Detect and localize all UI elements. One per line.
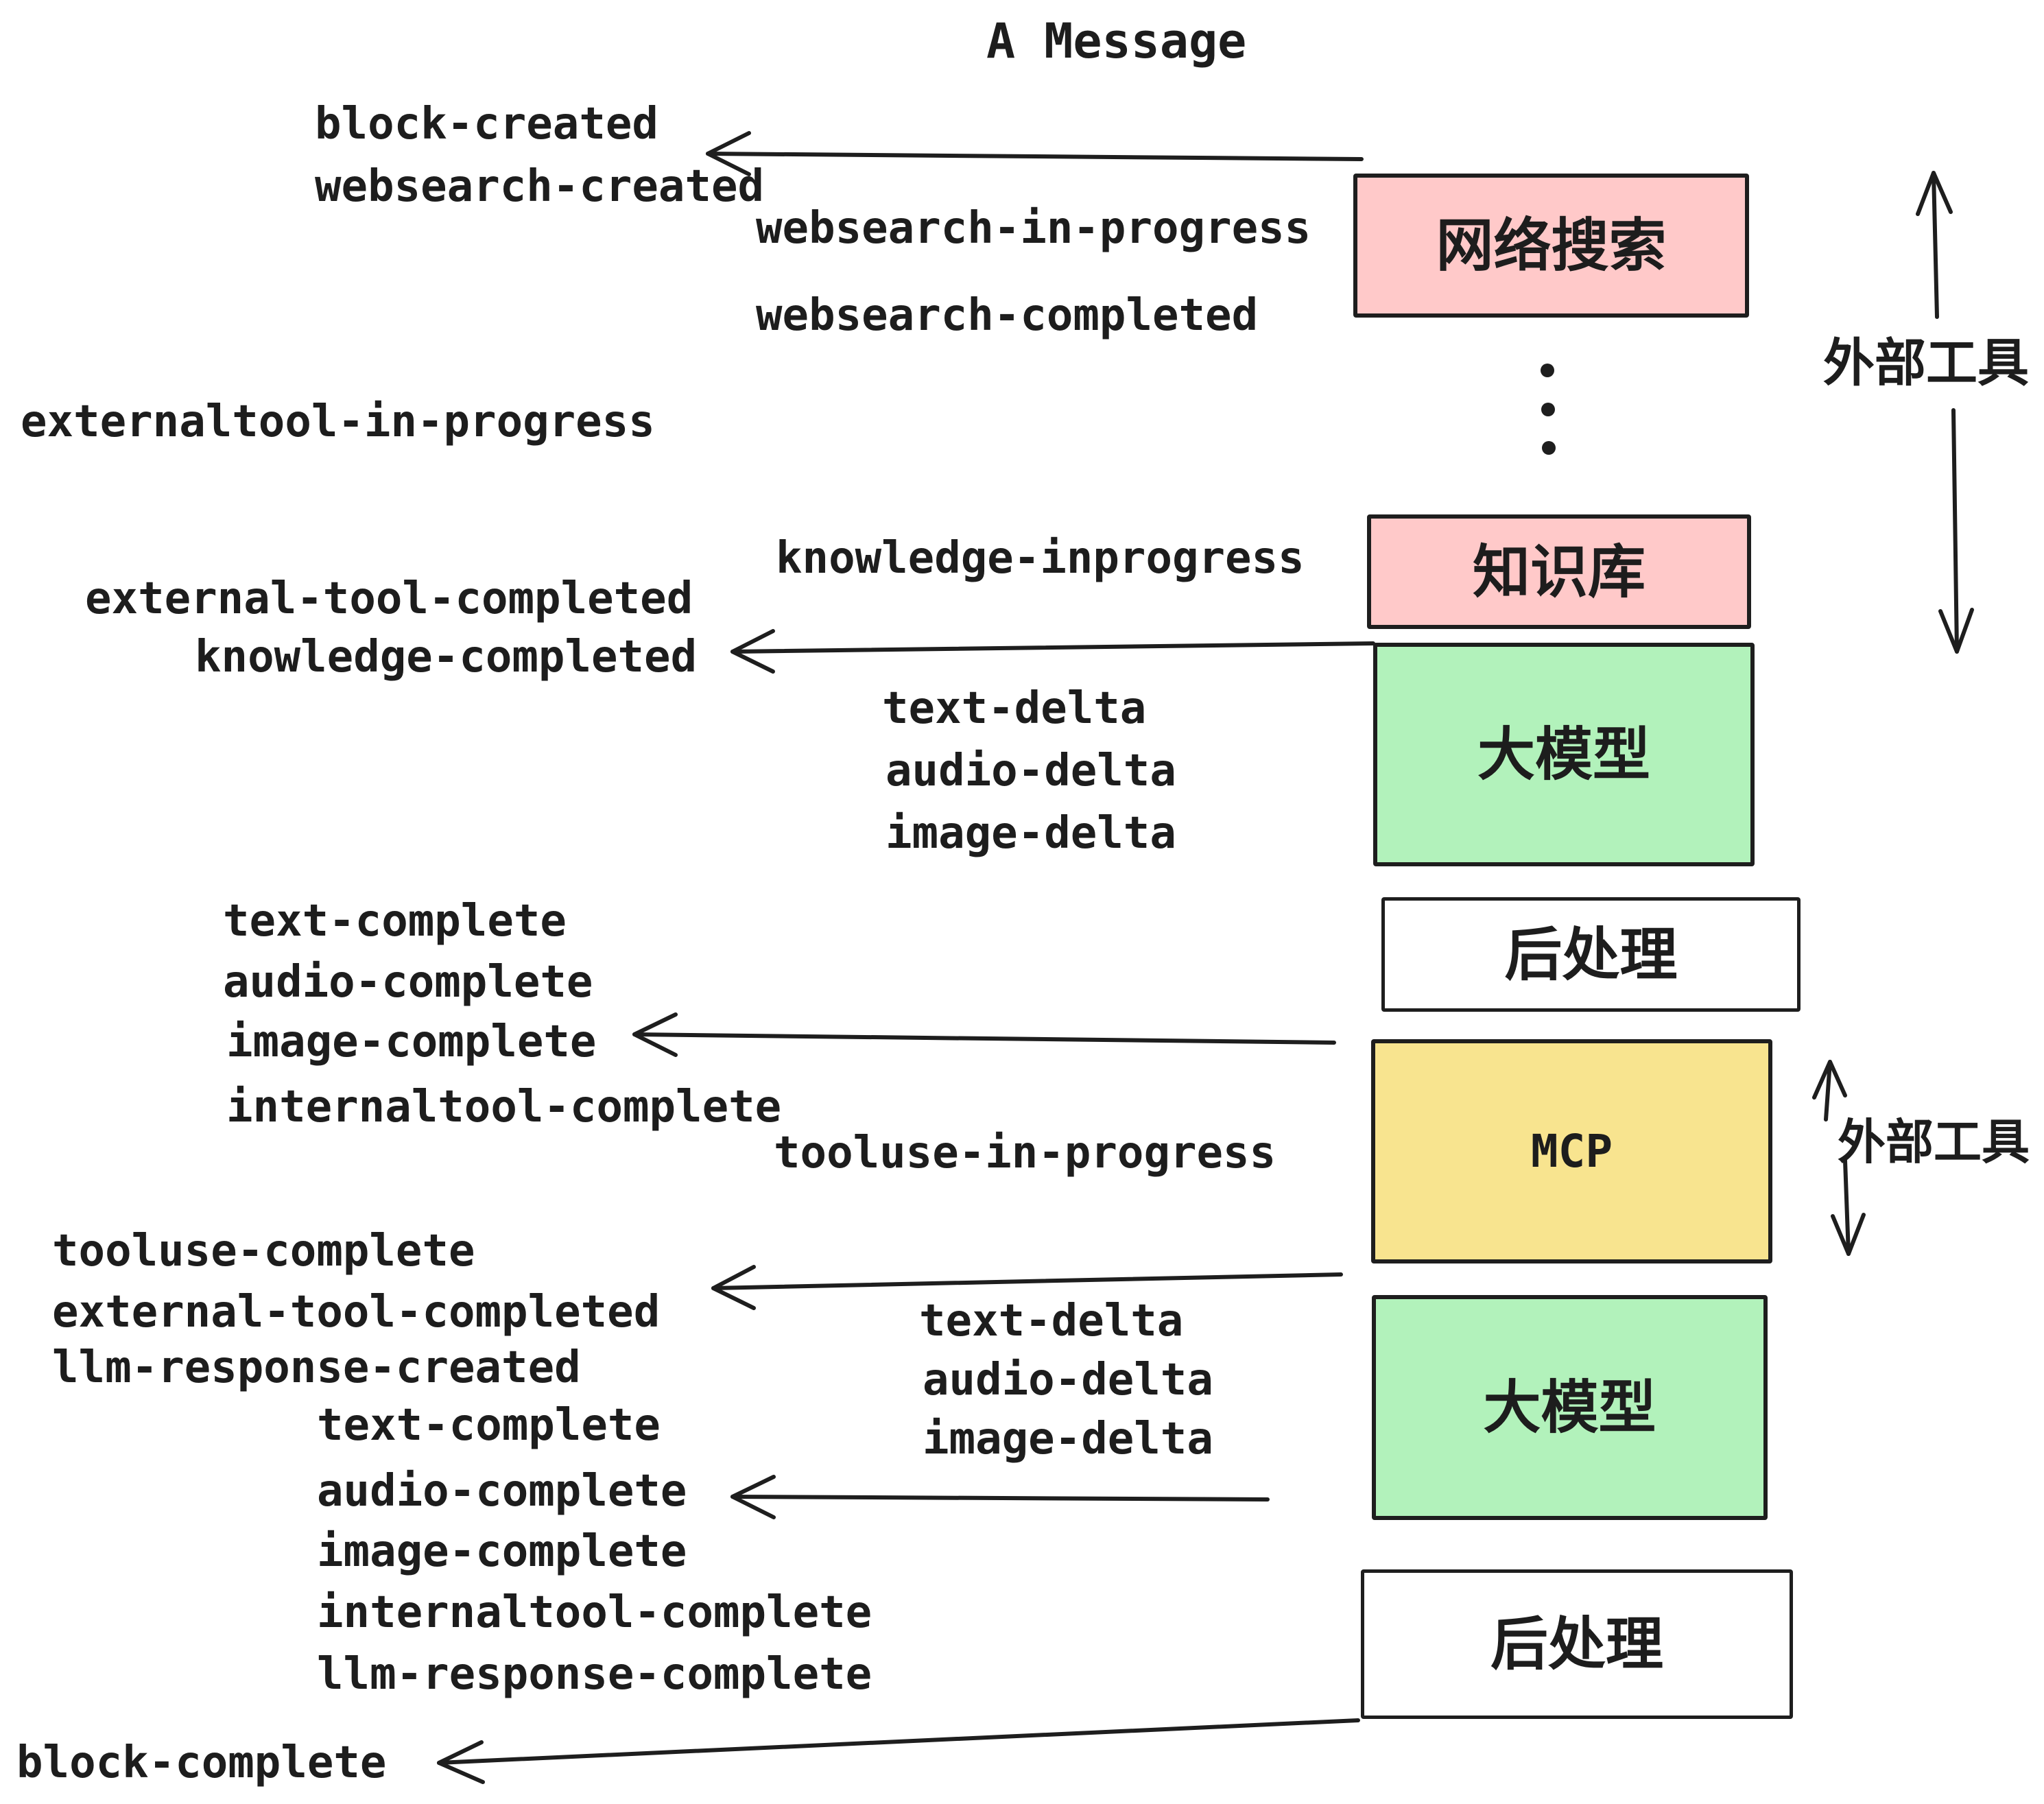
box-llm-2-label: 大模型 xyxy=(1483,1374,1656,1441)
event-image-delta-2: image-delta xyxy=(923,1414,1213,1464)
diagram-title: A Message xyxy=(986,13,1247,69)
box-websearch: 网络搜索 xyxy=(1353,174,1749,318)
event-text-complete-2: text-complete xyxy=(317,1400,661,1451)
box-llm-1: 大模型 xyxy=(1373,643,1755,866)
box-mcp: MCP xyxy=(1371,1039,1772,1263)
event-audio-complete-2: audio-complete xyxy=(317,1466,687,1517)
event-audio-delta-1: audio-delta xyxy=(886,746,1176,796)
annotation-external-tools-1: 外部工具 xyxy=(1823,333,2030,393)
event-internaltool-complete-1: internaltool-complete xyxy=(226,1082,782,1132)
external-tool-down-arrow-2 xyxy=(1831,1159,1866,1256)
vertical-ellipsis-icon xyxy=(1541,364,1556,455)
box-llm-2: 大模型 xyxy=(1372,1295,1768,1520)
external-tool-up-arrow-2 xyxy=(1812,1060,1847,1121)
arrow-to-tooluse-complete xyxy=(711,1265,1343,1310)
event-llm-response-created: llm-response-created xyxy=(52,1342,581,1393)
event-text-complete-1: text-complete xyxy=(223,896,567,947)
event-tooluse-in-progress: tooluse-in-progress xyxy=(774,1128,1276,1178)
arrow-to-audio-complete xyxy=(730,1475,1270,1519)
annotation-external-tools-2: 外部工具 xyxy=(1838,1114,2030,1170)
event-audio-delta-2: audio-delta xyxy=(923,1355,1213,1405)
box-postprocess-1-label: 后处理 xyxy=(1504,921,1678,988)
box-mcp-label: MCP xyxy=(1530,1124,1613,1178)
box-llm-1-label: 大模型 xyxy=(1477,721,1650,788)
event-image-complete-2: image-complete xyxy=(317,1526,687,1577)
external-tool-up-arrow-1 xyxy=(1916,171,1953,319)
event-block-complete: block-complete xyxy=(16,1737,387,1788)
event-websearch-in-progress: websearch-in-progress xyxy=(756,203,1311,254)
event-knowledge-completed: knowledge-completed xyxy=(195,632,698,683)
event-websearch-created: websearch-created xyxy=(315,161,765,212)
event-external-tool-completed-1: external-tool-completed xyxy=(85,573,693,624)
arrow-to-block-complete xyxy=(437,1718,1360,1784)
event-tooluse-complete: tooluse-complete xyxy=(52,1226,475,1277)
box-postprocess-1: 后处理 xyxy=(1381,897,1801,1012)
event-image-complete-1: image-complete xyxy=(226,1017,597,1067)
box-knowledge-label: 知识库 xyxy=(1472,538,1645,606)
event-image-delta-1: image-delta xyxy=(886,808,1176,859)
event-internaltool-complete-2: internaltool-complete xyxy=(317,1587,872,1638)
arrow-to-knowledge-completed xyxy=(730,629,1375,674)
event-websearch-completed: websearch-completed xyxy=(756,290,1259,341)
arrow-to-block-created xyxy=(706,131,1364,176)
event-text-delta-2: text-delta xyxy=(919,1296,1184,1346)
external-tool-down-arrow-1 xyxy=(1938,408,1974,654)
event-externaltool-in-progress: externaltool-in-progress xyxy=(21,396,655,447)
box-postprocess-2-label: 后处理 xyxy=(1490,1611,1663,1678)
arrow-to-image-complete xyxy=(632,1012,1336,1057)
event-knowledge-inprogress: knowledge-inprogress xyxy=(776,533,1305,584)
box-websearch-label: 网络搜索 xyxy=(1436,212,1667,279)
event-llm-response-complete: llm-response-complete xyxy=(317,1649,872,1700)
box-postprocess-2: 后处理 xyxy=(1361,1569,1793,1719)
event-audio-complete-1: audio-complete xyxy=(223,957,593,1008)
event-text-delta-1: text-delta xyxy=(882,683,1147,734)
event-external-tool-completed-2: external-tool-completed xyxy=(52,1287,661,1338)
event-block-created: block-created xyxy=(315,99,658,150)
box-knowledge: 知识库 xyxy=(1367,514,1751,629)
